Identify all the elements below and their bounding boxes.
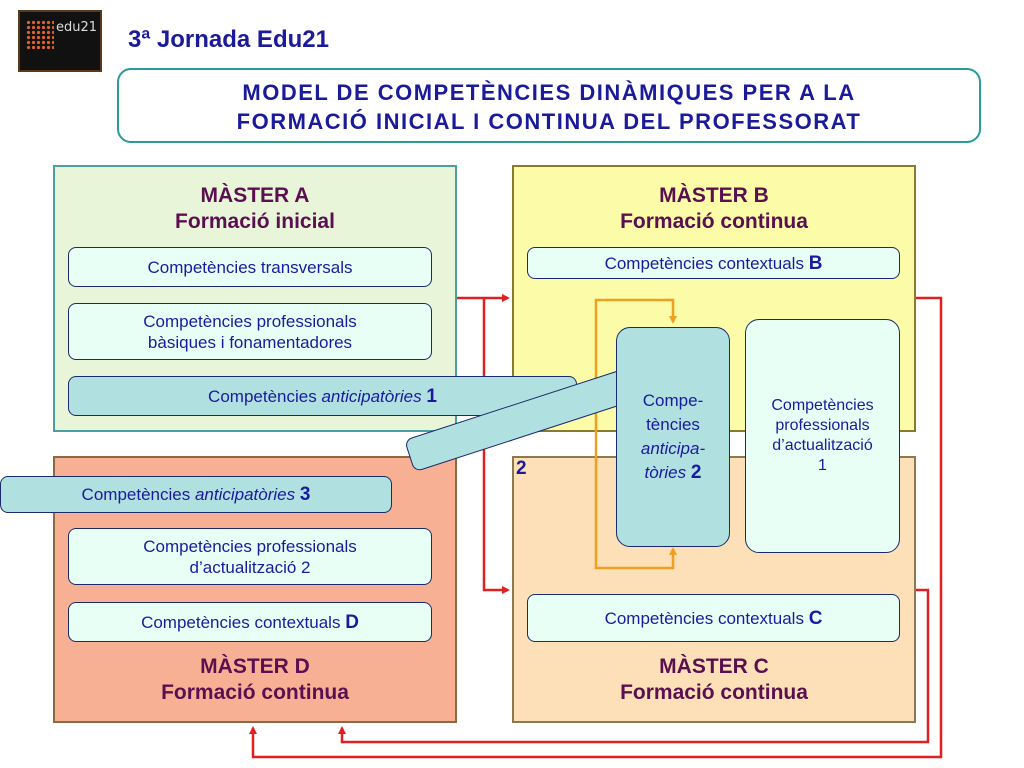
antic2-line3: anticipa-: [640, 439, 706, 458]
contextuals-b-letter: B: [808, 252, 823, 274]
logo-text: edu21: [56, 20, 98, 35]
box-competencies-contextuals-b: Competències contextuals B: [527, 247, 900, 279]
master-c-title: MÀSTER C Formació continua: [514, 654, 914, 706]
antic2-line2: tències: [646, 415, 700, 434]
actualitzacio2-line2: d’actualització 2: [189, 557, 311, 577]
box-competencies-anticipatories-2: Compe- tències anticipa- tòries 2: [616, 327, 730, 547]
actualitzacio1-line3: d’actualització: [772, 437, 873, 454]
master-a-subtitle: Formació inicial: [175, 210, 335, 233]
contextuals-d-prefix: Competències contextuals: [141, 612, 341, 632]
antic2-line4: tòries: [644, 463, 687, 482]
antic1-number: 1: [426, 385, 437, 407]
antic1-prefix: Competències: [208, 386, 317, 406]
box-competencies-anticipatories-3: Competències anticipatòries 3: [0, 476, 392, 513]
box-competencies-anticipatories-1: Competències anticipatòries 1: [68, 376, 577, 416]
antic1-italic: anticipatòries: [321, 386, 422, 406]
orange-arrow-down: [594, 398, 677, 570]
box-competencies-actualitzacio-2: Competències professionals d’actualitzac…: [68, 528, 432, 585]
antic3-number: 3: [299, 484, 311, 505]
logo-dots-icon: [26, 20, 54, 50]
contextuals-c-letter: C: [808, 607, 823, 629]
master-c-subtitle: Formació continua: [620, 681, 808, 704]
master-d-name: MÀSTER D: [200, 655, 310, 678]
main-title-line2: FORMACIÓ INICIAL I CONTINUA DEL PROFESSO…: [236, 109, 862, 134]
arrow-b-to-d: [249, 296, 943, 759]
antic3-prefix: Competències: [81, 485, 191, 504]
master-c-name: MÀSTER C: [659, 655, 769, 678]
transversals-label: Competències transversals: [147, 257, 353, 277]
box-competencies-basiques: Competències professionals bàsiques i fo…: [68, 303, 432, 360]
actualitzacio1-line4: 1: [818, 457, 827, 474]
box-competencies-transversals: Competències transversals: [68, 247, 432, 287]
master-b-title: MÀSTER B Formació continua: [514, 183, 914, 235]
main-title: MODEL DE COMPETÈNCIES DINÀMIQUES PER A L…: [117, 68, 981, 143]
antic2-number: 2: [690, 462, 702, 483]
master-a-name: MÀSTER A: [200, 184, 310, 207]
orange-loop: [594, 298, 677, 570]
page-header-title: 3ª Jornada Edu21: [128, 26, 329, 53]
actualitzacio1-line2: professionals: [775, 417, 870, 434]
edu21-logo: edu21: [18, 10, 102, 72]
contextuals-b-prefix: Competències contextuals: [604, 253, 804, 273]
master-b-subtitle: Formació continua: [620, 210, 808, 233]
master-b-name: MÀSTER B: [659, 184, 769, 207]
box-competencies-actualitzacio-1: Competències professionals d’actualitzac…: [745, 319, 900, 553]
box-competencies-contextuals-c: Competències contextuals C: [527, 594, 900, 642]
antic2-line4-wrap: tòries 2: [645, 461, 702, 485]
arrow-c-to-d: [338, 588, 930, 744]
master-d-subtitle: Formació continua: [161, 681, 349, 704]
box-competencies-contextuals-d: Competències contextuals D: [68, 602, 432, 642]
antic2-line1: Compe-: [642, 391, 704, 410]
connector-label-2: 2: [516, 458, 527, 479]
antic3-italic: anticipatòries: [194, 485, 296, 504]
master-d-title: MÀSTER D Formació continua: [55, 654, 455, 706]
contextuals-d-letter: D: [345, 611, 359, 633]
actualitzacio1-line1: Competències: [771, 397, 874, 414]
actualitzacio2-line1: Competències professionals: [143, 536, 357, 556]
master-a-title: MÀSTER A Formació inicial: [55, 183, 455, 235]
basiques-line2: bàsiques i fonamentadores: [147, 332, 353, 352]
main-title-line1: MODEL DE COMPETÈNCIES DINÀMIQUES PER A L…: [242, 80, 856, 105]
orange-arrow-up: [594, 298, 677, 398]
basiques-line1: Competències professionals: [143, 311, 357, 331]
contextuals-c-prefix: Competències contextuals: [604, 608, 804, 628]
